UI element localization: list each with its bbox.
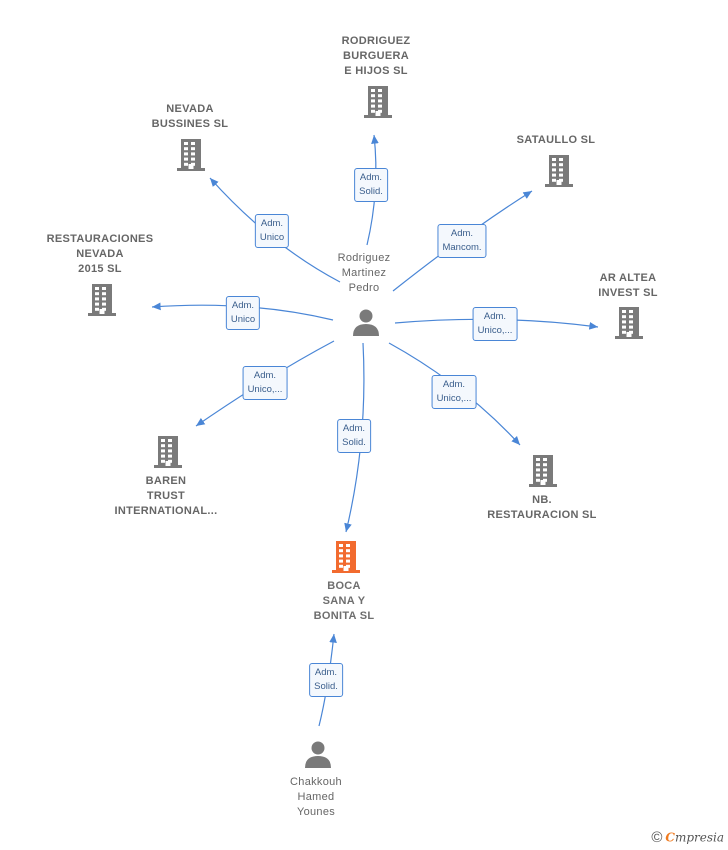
building-icon[interactable]	[175, 138, 207, 177]
edge-role-line: Adm.	[342, 423, 366, 434]
node-label-restauraciones-nevada: RESTAURACIONES NEVADA 2015 SL	[47, 232, 154, 277]
edge-role-box[interactable]: Adm. Unico	[254, 214, 290, 248]
copyright-icon: ©	[651, 829, 663, 846]
node-label-line: NB.	[532, 494, 552, 506]
edge-role-line: Adm.	[359, 172, 383, 183]
edge-role-line: Adm.	[253, 370, 277, 381]
node-label-line: RESTAURACION SL	[487, 509, 597, 521]
node-label-line: NEVADA	[76, 248, 124, 260]
edge-role-box[interactable]: Adm. Solid.	[354, 168, 388, 202]
node-label-line: RODRIGUEZ	[341, 35, 411, 47]
node-label-line: BONITA SL	[313, 610, 375, 622]
node-label-line: Younes	[296, 806, 336, 818]
brand-initial: C	[665, 830, 675, 845]
building-icon[interactable]	[543, 154, 575, 193]
node-label-line: TRUST	[146, 490, 186, 502]
node-label-line: BURGUERA	[343, 50, 409, 62]
building-icon[interactable]	[152, 435, 184, 474]
node-label-line: INVEST SL	[598, 287, 658, 299]
edge-role-line: Mancom.	[442, 242, 482, 253]
person-icon[interactable]	[303, 739, 333, 774]
building-icon[interactable]	[86, 283, 118, 322]
node-label-line: NEVADA	[166, 103, 214, 115]
edge-role-line: Unico,...	[477, 325, 513, 336]
edge-role-box[interactable]: Adm. Unico	[225, 296, 261, 330]
empresia-credit: ©Cmpresia	[651, 829, 724, 846]
edge-role-line: Unico,...	[247, 384, 283, 395]
edge-role-line: Adm.	[231, 300, 255, 311]
node-label-line: Pedro	[348, 282, 380, 294]
edge-role-box[interactable]: Adm. Solid.	[309, 663, 343, 697]
edge-role-box[interactable]: Adm. Solid.	[337, 419, 371, 453]
building-icon[interactable]	[527, 454, 559, 493]
edge-role-line: Adm.	[483, 311, 507, 322]
node-label-line: BOCA	[327, 580, 361, 592]
brand-rest: mpresia	[674, 830, 724, 845]
node-label-line: Martinez	[341, 267, 387, 279]
edge-role-line: Adm.	[450, 228, 474, 239]
node-label-line: E HIJOS SL	[344, 65, 408, 77]
node-label-line: INTERNATIONAL...	[114, 505, 218, 517]
node-label-boca-sana: BOCA SANA Y BONITA SL	[314, 579, 375, 624]
edge-role-line: Adm.	[442, 379, 466, 390]
node-label-line: SATAULLO SL	[516, 134, 596, 146]
node-label-line: BAREN	[145, 475, 187, 487]
node-label-sataullo: SATAULLO SL	[517, 133, 596, 148]
edge-role-line: Solid.	[342, 437, 366, 448]
building-icon[interactable]	[362, 85, 394, 124]
node-label-line: Hamed	[297, 791, 335, 803]
edge-role-line: Unico	[230, 314, 256, 325]
edge-role-line: Solid.	[359, 186, 383, 197]
building-icon[interactable]	[330, 540, 362, 579]
edge-role-line: Adm.	[314, 667, 338, 678]
building-icon[interactable]	[613, 306, 645, 345]
node-label-nevada-bussines: NEVADA BUSSINES SL	[152, 102, 229, 132]
node-label-rodriguez-burguera: RODRIGUEZ BURGUERA E HIJOS SL	[342, 34, 411, 79]
node-label-line: Chakkouh	[290, 776, 342, 788]
node-label-line: Rodriguez	[337, 252, 391, 264]
edge-role-box[interactable]: Adm. Unico,...	[431, 375, 477, 409]
edge-role-box[interactable]: Adm. Unico,...	[472, 307, 518, 341]
node-label-line: SANA Y	[322, 595, 366, 607]
edge-role-box[interactable]: Adm. Unico,...	[242, 366, 288, 400]
node-label-baren-trust: BAREN TRUST INTERNATIONAL...	[115, 474, 218, 519]
edge-role-line: Adm.	[260, 218, 284, 229]
node-label-line: BUSSINES SL	[151, 118, 229, 130]
edge-role-line: Unico,...	[436, 393, 472, 404]
edge-role-line: Unico	[259, 232, 285, 243]
node-label-ar-altea: AR ALTEA INVEST SL	[598, 271, 658, 301]
edge-role-box[interactable]: Adm. Mancom.	[437, 224, 487, 258]
node-label-line: AR ALTEA	[599, 272, 657, 284]
node-label-line: RESTAURACIONES	[46, 233, 154, 245]
node-label-line: 2015 SL	[78, 263, 122, 275]
node-label-nb-restauracion: NB. RESTAURACION SL	[487, 493, 596, 523]
brand-logo: Cmpresia	[665, 831, 724, 845]
person-icon[interactable]	[351, 307, 381, 342]
edge-role-line: Solid.	[314, 681, 338, 692]
